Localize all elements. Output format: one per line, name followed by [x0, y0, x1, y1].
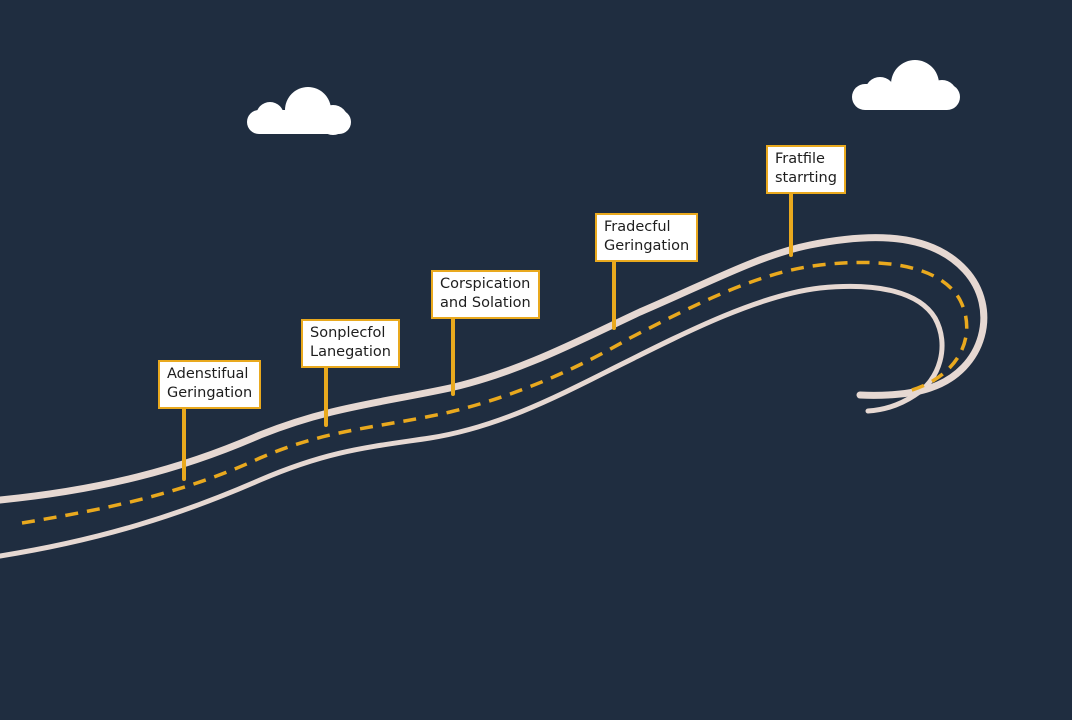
milestone-2-line2: Lanegation [310, 344, 391, 360]
milestone-sign-5: Fratfile starrting [766, 145, 846, 194]
milestone-5-line2: starrting [775, 170, 837, 186]
milestone-sign-2: Sonplecfol Lanegation [301, 319, 400, 368]
milestone-2-line1: Sonplecfol [310, 325, 386, 341]
road-upper-edge [0, 234, 988, 504]
milestone-sign-1: Adenstifual Geringation [158, 360, 262, 409]
milestone-sign-3: Corspication and Solation [431, 270, 540, 319]
cloud-left [247, 87, 351, 135]
milestone-3-line2: and Solation [440, 295, 531, 311]
milestone-4-line1: Fradecful [604, 219, 671, 235]
milestone-5-line1: Fratfile [775, 151, 825, 167]
road-lower-edge [0, 283, 945, 559]
cloud-right [852, 60, 960, 110]
milestone-1-line2: Geringation [167, 385, 253, 401]
milestone-4-line2: Geringation [604, 238, 690, 254]
milestone-3-line1: Corspication [440, 276, 531, 292]
sign-posts [182, 187, 793, 481]
milestone-sign-4: Fradecful Geringation [595, 213, 699, 262]
milestone-1-line1: Adenstifual [167, 366, 249, 382]
